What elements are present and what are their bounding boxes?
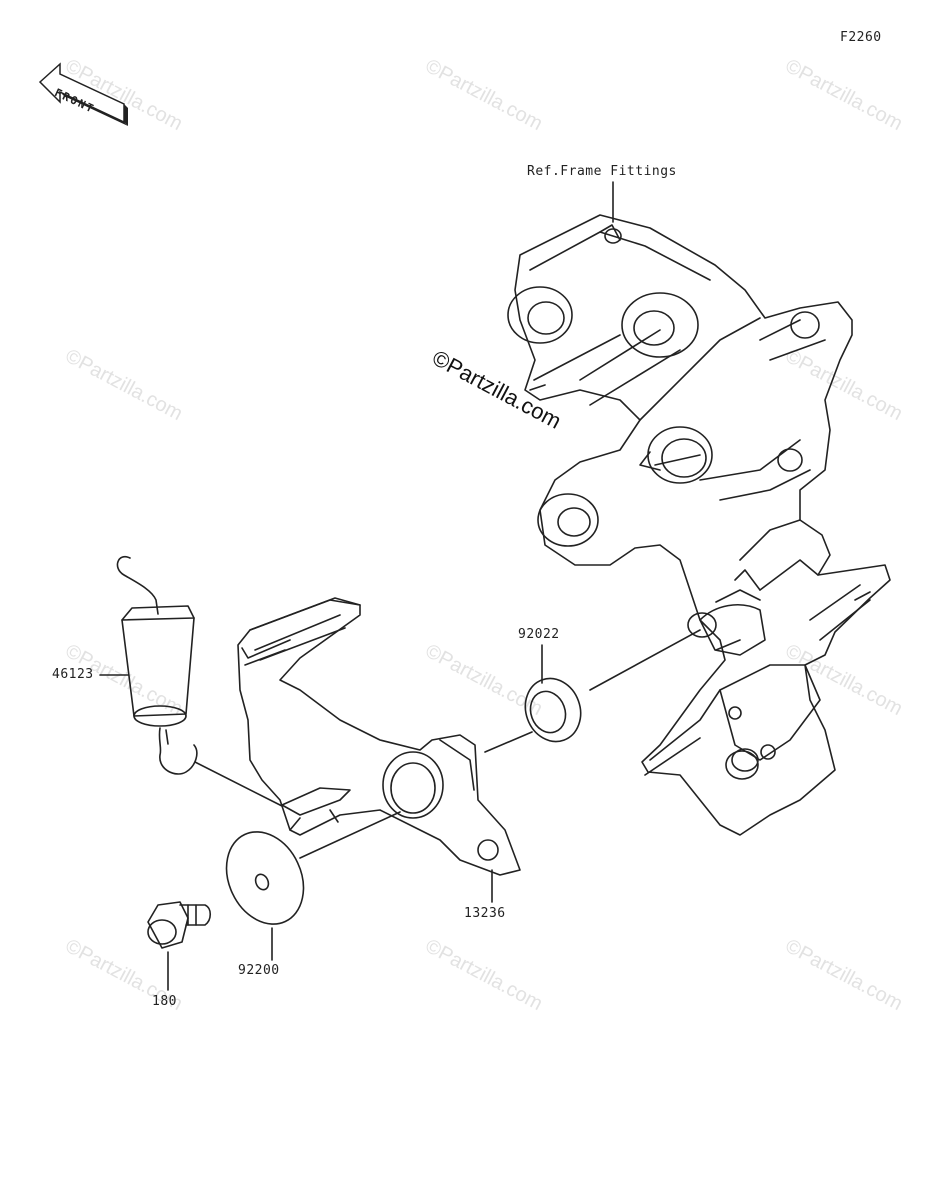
- plate-washer-92200-part: [225, 831, 305, 925]
- ref-frame-label: Ref.Frame Fittings: [527, 164, 677, 179]
- part-label-46123: 46123: [52, 667, 94, 682]
- part-label-92022: 92022: [518, 627, 560, 642]
- connect-pedal-washer: [484, 731, 533, 753]
- washer-92022-part: [524, 677, 582, 743]
- diagram-code: F2260: [840, 30, 882, 45]
- connect-washer-frame: [589, 629, 701, 691]
- connect-spring-pedal: [194, 761, 283, 807]
- part-label-92200: 92200: [238, 963, 280, 978]
- front-arrow-icon: FRONT: [38, 60, 130, 130]
- part-label-180: 180: [152, 994, 177, 1009]
- part-label-13236: 13236: [464, 906, 506, 921]
- frame-bracket: [507, 214, 891, 836]
- brake-pedal-part: [237, 597, 521, 876]
- connect-pedal-plate: [299, 811, 401, 859]
- bolt-180-part: [147, 901, 212, 949]
- spring-part: [116, 555, 198, 775]
